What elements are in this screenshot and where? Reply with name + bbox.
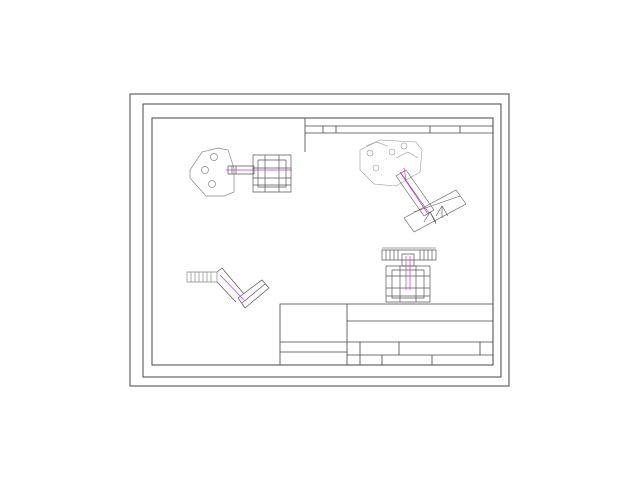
iso-block xyxy=(404,190,466,232)
iso-arm xyxy=(396,170,434,216)
outer-frame xyxy=(130,94,509,386)
center-line xyxy=(400,172,428,214)
side-arm xyxy=(217,268,244,294)
view-front xyxy=(382,248,436,302)
iso-plate xyxy=(360,140,422,186)
view-bottom-left xyxy=(187,268,269,308)
title-block xyxy=(280,304,493,365)
side-block xyxy=(238,280,269,308)
view-isometric xyxy=(360,140,466,232)
front-block xyxy=(386,266,430,302)
slotted-block xyxy=(253,155,291,192)
side-flange xyxy=(187,272,217,282)
hinge-plate xyxy=(190,148,234,196)
center-line xyxy=(220,275,244,300)
view-top-left xyxy=(190,148,292,196)
front-top-plate xyxy=(382,250,436,260)
middle-frame xyxy=(143,104,501,377)
inner-border xyxy=(152,118,493,365)
top-title-row xyxy=(305,118,493,152)
